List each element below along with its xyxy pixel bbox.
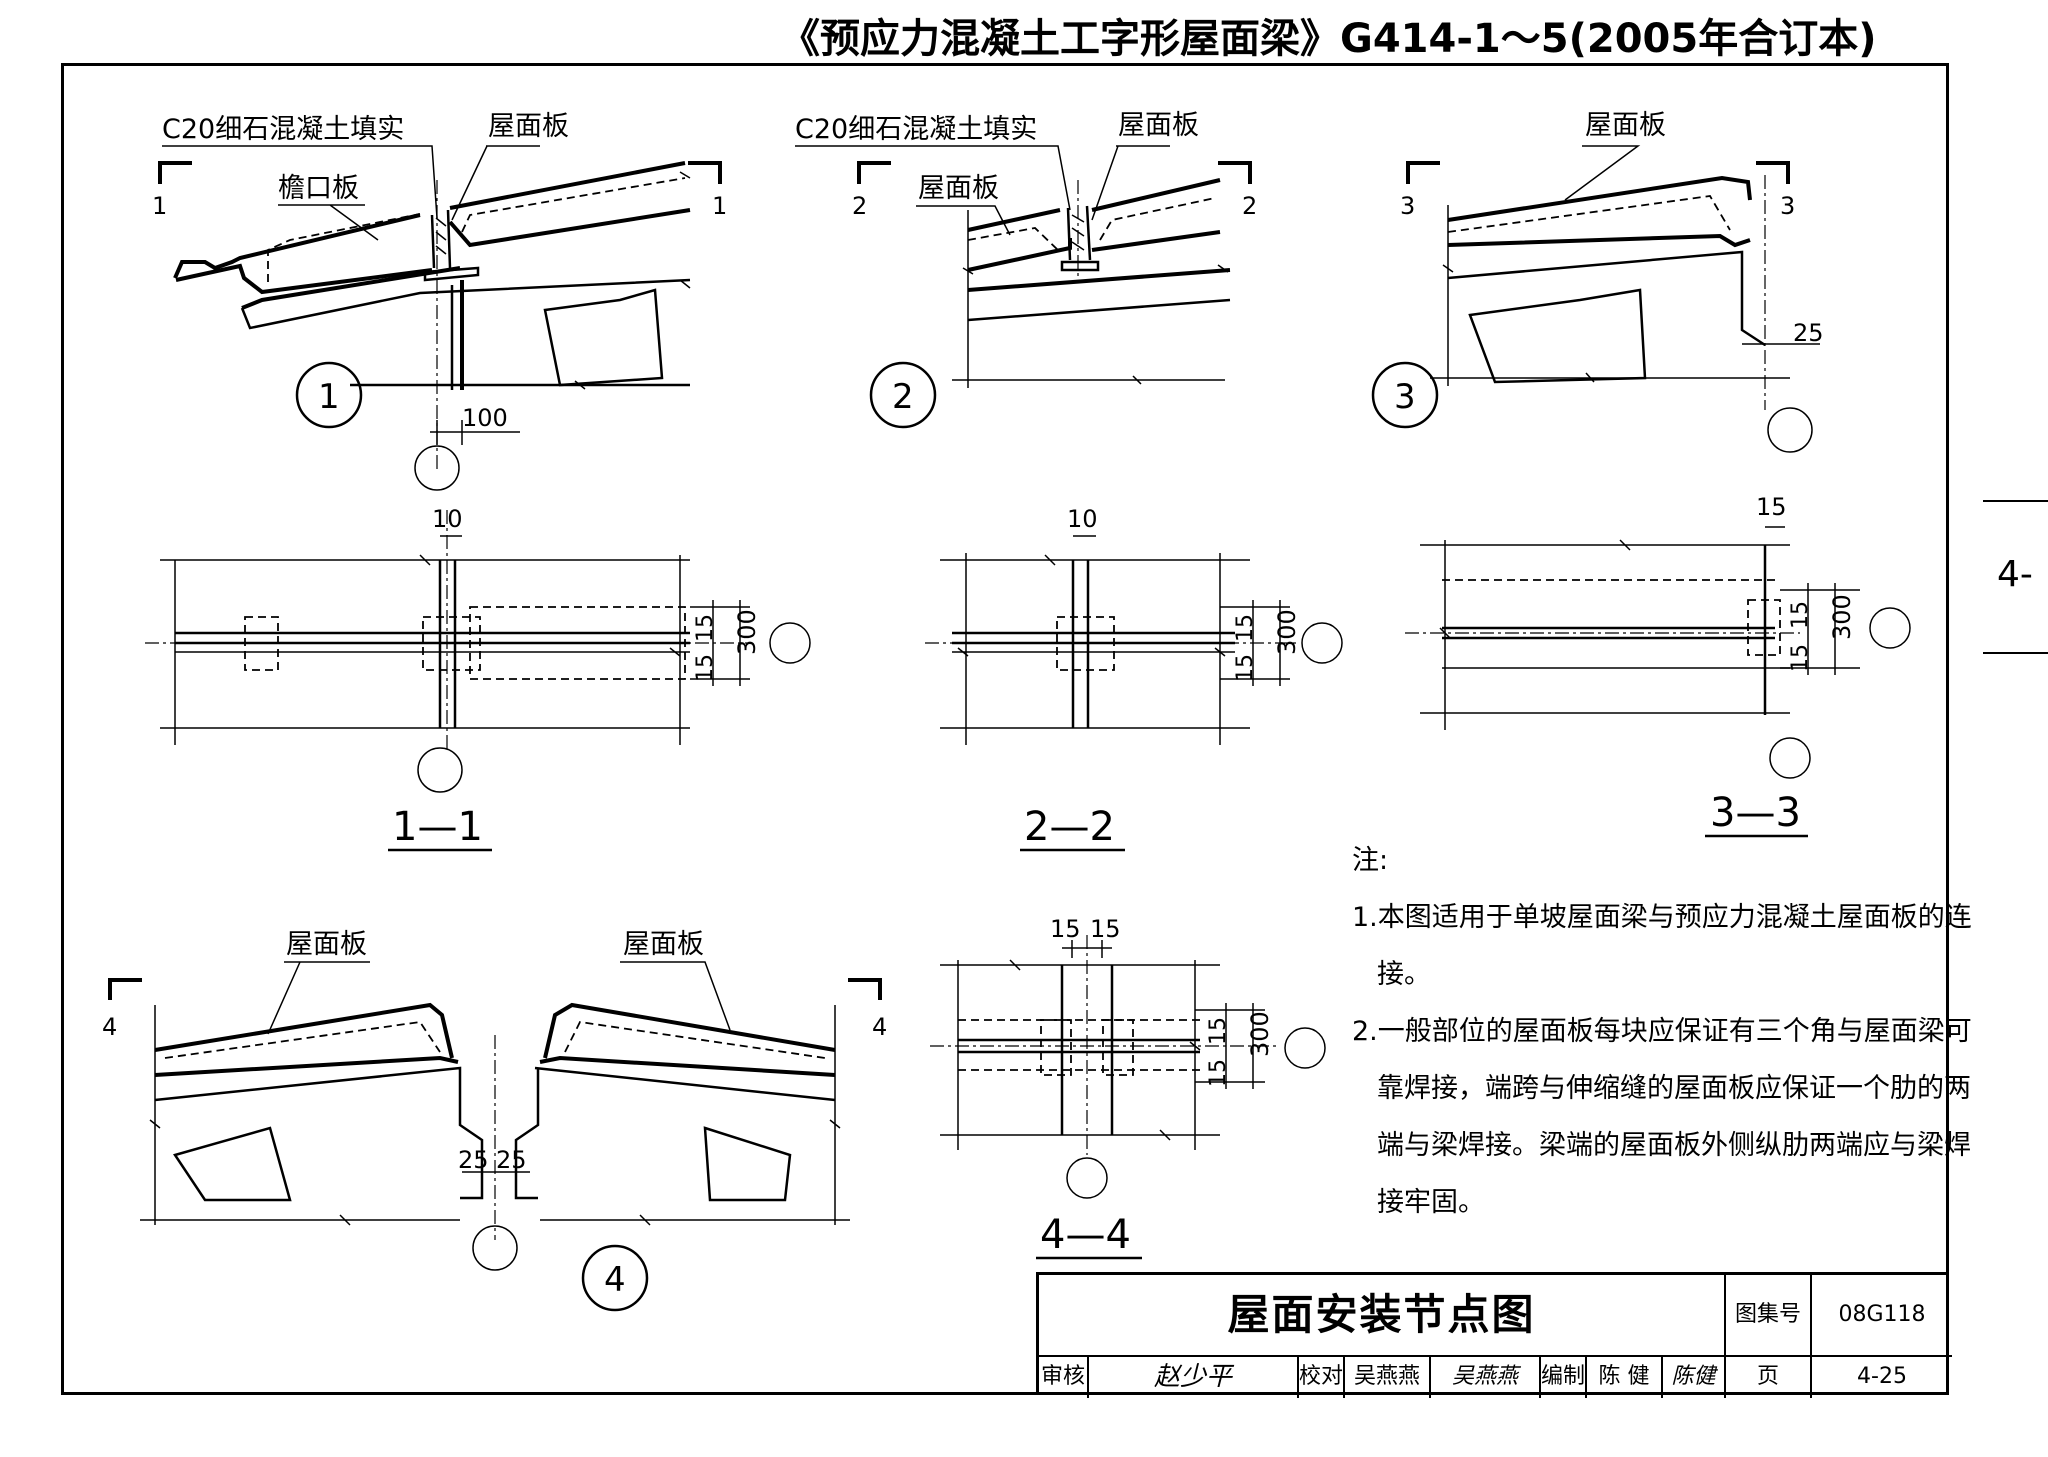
section-mark-1-left: 1 <box>152 192 167 220</box>
review-signature: 赵少平 <box>1089 1357 1299 1398</box>
detail-4: 4 4 25 25 屋面板 屋面板 4 <box>102 929 887 1312</box>
page-label: 页 <box>1726 1357 1812 1398</box>
detail-2: 2 2 C20细石混凝土填实 屋面板 屋面板 2 <box>795 110 1257 429</box>
note-2: 2.一般部位的屋面板每块应保证有三个角与屋面梁可靠焊接，端跨与伸缩缝的屋面板应保… <box>1352 1016 1972 1218</box>
dim-25-left-d4: 25 <box>458 1146 489 1174</box>
drawing-title: 屋面安装节点图 <box>1039 1275 1726 1357</box>
detail-3: 3 3 25 屋面板 3 <box>1371 110 1824 453</box>
label-roof-slab-2-right: 屋面板 <box>1118 110 1199 141</box>
dim-15-right-s44: 15 <box>1090 915 1121 943</box>
detail-bubble-2 <box>869 361 937 429</box>
detail-bubble-3 <box>1371 361 1439 429</box>
check-name: 吴燕燕 <box>1345 1357 1431 1398</box>
section-mark-2-left: 2 <box>852 192 867 220</box>
drawing-set-header: 《预应力混凝土工字形屋面梁》G414-1～5(2005年合订本) <box>780 16 1877 62</box>
dim-300-s22: 300 <box>1273 609 1301 655</box>
detail-bubble-4 <box>581 1244 649 1312</box>
dim-15a-s33: 15 <box>1788 601 1813 629</box>
label-roof-slab-3: 屋面板 <box>1585 110 1666 141</box>
section-title-2-2: 2—2 <box>1024 804 1115 850</box>
dim-25-detail3: 25 <box>1793 319 1824 347</box>
page-no: 4-25 <box>1857 1364 1907 1389</box>
note-1: 1.本图适用于单坡屋面梁与预应力混凝土屋面板的连接。 <box>1352 902 1972 990</box>
dim-300-s11: 300 <box>733 609 761 655</box>
section-4-4: 15 15 15 15 300 4—4 <box>930 915 1326 1260</box>
label-roof-slab-4-right: 屋面板 <box>623 929 704 960</box>
title-block: 屋面安装节点图 图集号 08G118 审核 赵少平 校对 吴燕燕 吴燕燕 编制 … <box>1036 1272 1952 1398</box>
notes: 注: 1.本图适用于单坡屋面梁与预应力混凝土屋面板的连接。 2.一般部位的屋面板… <box>1352 832 1972 1231</box>
detail-number-1: 1 <box>318 377 340 417</box>
section-3-3: 15 15 15 300 3—3 <box>1405 493 1911 838</box>
dim-15b-s11: 15 <box>693 654 718 682</box>
detail-bubble-1 <box>295 361 363 429</box>
atlas-no: 08G118 <box>1812 1275 1952 1357</box>
notes-heading: 注: <box>1352 845 1389 876</box>
section-mark-1-right: 1 <box>712 192 727 220</box>
draw-label: 编制 <box>1541 1357 1587 1398</box>
dim-15b-s22: 15 <box>1233 654 1258 682</box>
draw-signature: 陈健 <box>1663 1357 1726 1398</box>
section-mark-3-left: 3 <box>1400 192 1415 220</box>
section-1-1: 10 15 15 300 1—1 <box>145 505 811 852</box>
label-c20-fill-1: C20细石混凝土填实 <box>162 114 404 145</box>
dim-15b-s44: 15 <box>1206 1059 1231 1087</box>
label-roof-slab-2-left: 屋面板 <box>918 173 999 204</box>
dim-300-s44: 300 <box>1246 1011 1274 1057</box>
sheet-tab-label: 4- <box>1997 554 2033 595</box>
detail-number-3: 3 <box>1394 377 1416 417</box>
atlas-no-label: 图集号 <box>1726 1275 1812 1357</box>
detail-number-4: 4 <box>604 1260 626 1300</box>
detail-number-2: 2 <box>892 377 914 417</box>
review-label: 审核 <box>1039 1357 1089 1398</box>
dim-300-s33: 300 <box>1828 594 1856 640</box>
section-mark-4-left: 4 <box>102 1013 117 1041</box>
check-signature: 吴燕燕 <box>1431 1357 1541 1398</box>
section-mark-3-right: 3 <box>1780 192 1795 220</box>
label-roof-slab-1: 屋面板 <box>488 111 569 142</box>
check-label: 校对 <box>1299 1357 1345 1398</box>
dim-25-right-d4: 25 <box>496 1146 527 1174</box>
label-c20-fill-2: C20细石混凝土填实 <box>795 114 1037 145</box>
section-mark-4-right: 4 <box>872 1013 887 1041</box>
dim-10-s11: 10 <box>432 505 463 533</box>
label-roof-slab-4-left: 屋面板 <box>286 929 367 960</box>
draw-name: 陈 健 <box>1587 1357 1663 1398</box>
drawing-frame <box>61 63 1949 1395</box>
dim-100: 100 <box>462 404 508 432</box>
sheet-tab: 4- <box>1983 500 2048 654</box>
label-eave-slab: 檐口板 <box>278 173 359 204</box>
section-title-4-4: 4—4 <box>1040 1212 1131 1258</box>
section-title-3-3: 3—3 <box>1710 790 1801 836</box>
dim-15-s33: 15 <box>1756 493 1787 521</box>
dim-15a-s11: 15 <box>693 614 718 642</box>
dim-15a-s44: 15 <box>1206 1017 1231 1045</box>
dim-15a-s22: 15 <box>1233 614 1258 642</box>
section-title-1-1: 1—1 <box>392 804 483 850</box>
dim-15b-s33: 15 <box>1788 644 1813 672</box>
section-2-2: 10 15 15 300 2—2 <box>925 505 1343 852</box>
dim-10-s22: 10 <box>1067 505 1098 533</box>
section-mark-2-right: 2 <box>1242 192 1257 220</box>
dim-15-left-s44: 15 <box>1050 915 1081 943</box>
detail-1: 1 1 C20细石混凝土填实 屋面板 檐口板 <box>152 111 727 491</box>
